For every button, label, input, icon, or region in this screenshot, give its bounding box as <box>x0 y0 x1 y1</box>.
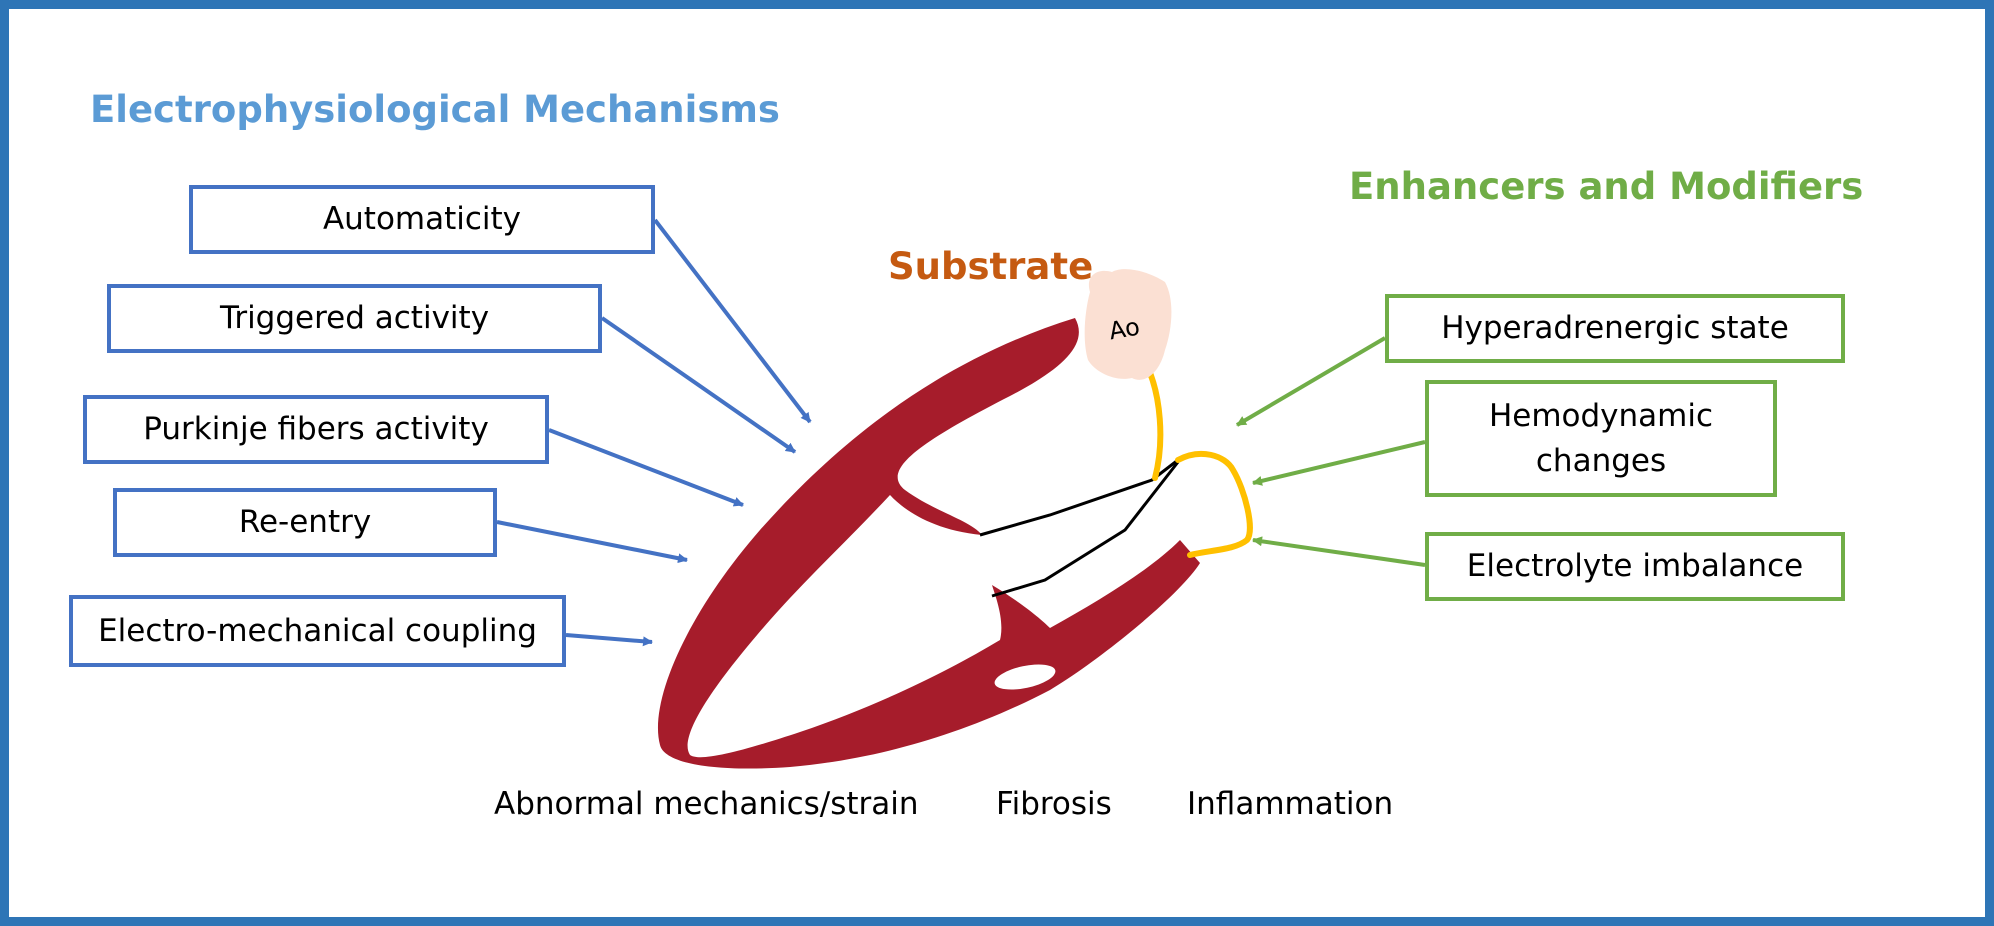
arrow-triggered-activity <box>600 316 797 454</box>
electrophysiological-heading: Electrophysiological Mechanisms <box>90 88 780 131</box>
modifier-box-hemodynamic: Hemodynamic changes <box>1425 380 1777 497</box>
arrow-hyperadrenergic <box>1235 336 1387 427</box>
arrow-electrolyte <box>1252 536 1426 567</box>
substrate-item-fibrosis: Fibrosis <box>996 786 1112 822</box>
valve-leaflet-upper <box>979 458 1179 537</box>
arrow-coupling <box>565 633 653 647</box>
substrate-heading: Substrate <box>888 245 1094 288</box>
heart-myocardium <box>657 318 1200 769</box>
arrow-automaticity <box>653 218 812 424</box>
arrow-purkinje <box>548 428 744 507</box>
aorta-label: Ao <box>1106 312 1142 346</box>
modifier-box-hyperadrenergic: Hyperadrenergic state <box>1385 294 1845 363</box>
mechanism-box-triggered-activity: Triggered activity <box>107 284 602 353</box>
aorta-root <box>1084 269 1172 380</box>
substrate-item-inflammation: Inflammation <box>1187 786 1394 822</box>
mechanism-box-coupling: Electro-mechanical coupling <box>69 595 566 667</box>
arrow-hemodynamic <box>1252 440 1426 486</box>
valve-leaflet-lower <box>991 461 1180 598</box>
enhancers-heading: Enhancers and Modifiers <box>1349 165 1864 208</box>
mechanism-box-purkinje: Purkinje fibers activity <box>83 395 549 464</box>
mechanism-box-re-entry: Re-entry <box>113 488 497 557</box>
modifier-box-electrolyte: Electrolyte imbalance <box>1425 532 1845 601</box>
heart-illustration <box>657 269 1253 769</box>
mechanism-box-automaticity: Automaticity <box>189 185 655 254</box>
valve-ring <box>1145 365 1253 558</box>
arrow-re-entry <box>496 520 688 564</box>
substrate-item-mechanics: Abnormal mechanics/strain <box>494 786 919 822</box>
heart-chamber-opening <box>994 664 1056 690</box>
